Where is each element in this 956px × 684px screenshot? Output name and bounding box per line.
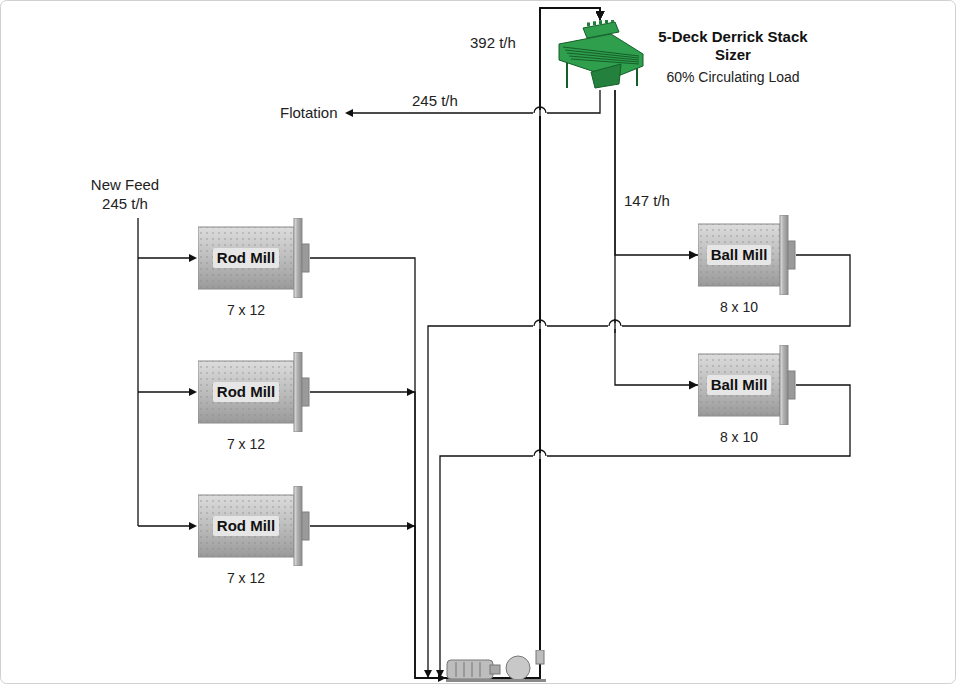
- pump-outlet: [536, 650, 544, 664]
- feed-box: [583, 22, 619, 38]
- mill-drum: [198, 361, 294, 423]
- arrowhead: [189, 254, 197, 262]
- mill-size: 7 x 12: [227, 570, 265, 587]
- drum-texture: [198, 495, 294, 557]
- feed-nozzle: [611, 20, 614, 22]
- arrowhead: [189, 388, 197, 396]
- discharge-chute: [591, 64, 621, 88]
- line-hop: [608, 319, 622, 333]
- mill-flange: [294, 218, 302, 298]
- flow-connector: [310, 8, 600, 678]
- rod-mill: Rod Mill 7 x 12: [198, 352, 310, 455]
- mill-name: Rod Mill: [213, 248, 279, 268]
- flow-connector: [615, 90, 698, 385]
- flow-label: New Feed: [89, 176, 161, 193]
- drum-texture: [198, 227, 294, 289]
- equipment-note: 60% Circulating Load: [648, 69, 818, 86]
- screen-deck: [571, 59, 639, 64]
- rod-mill: Rod Mill 7 x 12: [198, 218, 310, 321]
- mill-size: 8 x 10: [720, 429, 758, 446]
- line-hop: [533, 106, 547, 120]
- pump-symbol: [446, 650, 552, 683]
- ball-mill: Ball Mill 8 x 10: [698, 345, 796, 448]
- pump-motor: [447, 660, 493, 679]
- arrowhead: [345, 109, 353, 117]
- screen-leg: [566, 60, 568, 88]
- stack-sizer-drawing: [553, 20, 648, 90]
- line-hop: [533, 449, 547, 463]
- rod-mill: Rod Mill 7 x 12: [198, 486, 310, 589]
- mill-trunnion: [788, 371, 795, 399]
- mill-drum: [698, 224, 780, 286]
- mill-flange: [780, 215, 788, 295]
- mill-size: 7 x 12: [227, 302, 265, 319]
- mill-name: Rod Mill: [213, 382, 279, 402]
- flow-label: 392 t/h: [468, 34, 518, 51]
- mill-name: Rod Mill: [213, 516, 279, 536]
- feed-nozzle: [605, 20, 608, 23]
- drum-texture: [698, 354, 780, 416]
- feed-line: [138, 218, 190, 526]
- flow-label: 245 t/h: [100, 195, 150, 212]
- mill-drum: [698, 354, 780, 416]
- mill-trunnion: [788, 241, 795, 269]
- screen-node: 5-Deck Derrick Stack Sizer 60% Circulatin…: [553, 20, 818, 90]
- drum-texture: [698, 224, 780, 286]
- flotation-line: [352, 90, 600, 113]
- mill-trunnion: [302, 244, 309, 272]
- pump-casing: [506, 656, 530, 680]
- mill-name: Ball Mill: [707, 245, 772, 265]
- mill-size: 8 x 10: [720, 299, 758, 316]
- drum-texture: [198, 361, 294, 423]
- flow-label: 245 t/h: [410, 92, 460, 109]
- mill-drum: [198, 495, 294, 557]
- flow-label: Flotation: [278, 104, 340, 121]
- feed-nozzle: [587, 22, 590, 26]
- equipment-title: 5-Deck Derrick Stack Sizer: [648, 28, 818, 64]
- flow-connector: [440, 8, 850, 678]
- mill-trunnion: [302, 378, 309, 406]
- line-hop: [533, 319, 547, 333]
- mill-drum: [198, 227, 294, 289]
- flow-connector: [615, 90, 698, 255]
- mill-flange: [294, 486, 302, 566]
- mill-size: 7 x 12: [227, 436, 265, 453]
- motor-ribs: [456, 662, 480, 677]
- mill-flange: [780, 345, 788, 425]
- feed-nozzle: [593, 21, 596, 25]
- mill-flange: [294, 352, 302, 432]
- mill-trunnion: [302, 512, 309, 540]
- pump-base: [446, 679, 546, 682]
- flow-label: 147 t/h: [622, 192, 672, 209]
- mill-name: Ball Mill: [707, 375, 772, 395]
- pump-coupling: [490, 665, 500, 674]
- feed-nozzle: [599, 20, 602, 24]
- flow-connector: [428, 8, 850, 678]
- ball-mill: Ball Mill 8 x 10: [698, 215, 796, 318]
- flow-connector: [310, 8, 600, 678]
- flow-connector: [310, 8, 600, 678]
- arrowhead: [189, 522, 197, 530]
